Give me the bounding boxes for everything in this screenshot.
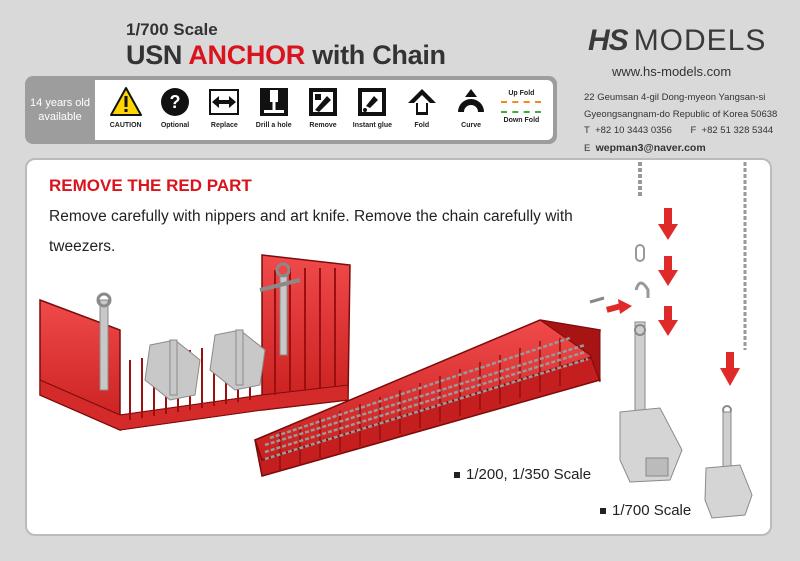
title-highlight: ANCHOR [188, 40, 306, 70]
curve-icon [458, 89, 485, 112]
title-suffix: with Chain [305, 40, 446, 70]
address-line1: 22 Geumsan 4-gil Dong-myeon Yangsan-si [584, 92, 766, 103]
fold-icon [407, 89, 436, 115]
scale-label: 1/700 Scale [126, 20, 218, 39]
bullet-square [454, 472, 460, 479]
page-title: USN ANCHOR with Chain [126, 40, 446, 71]
optional-legend: ? Optional [150, 86, 199, 129]
optional-icon: ? [161, 88, 190, 116]
caution-label: CAUTION [109, 122, 142, 129]
scale-note-small-text: 1/700 Scale [612, 502, 692, 519]
remove-legend: Remove [298, 86, 347, 129]
caution-legend: CAUTION [101, 86, 150, 129]
email-line: E wepman3@naver.com [584, 140, 777, 158]
remove-label: Remove [309, 122, 337, 129]
up-fold-label: Up Fold [508, 90, 535, 97]
down-fold-line [501, 111, 542, 113]
website-link[interactable]: www.hs-models.com [612, 64, 732, 79]
age-badge: 14 years old available [25, 76, 95, 144]
fax-number: +82 51 328 5344 [701, 125, 774, 136]
replace-icon [209, 89, 240, 115]
glue-label: Instant glue [352, 122, 393, 129]
drill-legend: Drill a hole [249, 86, 298, 129]
instruction-text: Remove carefully with nippers and art kn… [49, 208, 573, 255]
drill-icon [259, 88, 288, 116]
phone-label: T [584, 125, 590, 136]
curve-label: Curve [461, 122, 481, 129]
svg-text:?: ? [170, 92, 181, 112]
curve-legend: Curve [446, 86, 495, 129]
brand-logo-mark: HS [588, 24, 629, 57]
optional-label: Optional [160, 122, 190, 129]
fold-legend: Fold [397, 86, 446, 129]
scale-note-large-text: 1/200, 1/350 Scale [466, 466, 592, 483]
replace-legend: Replace [200, 86, 249, 129]
age-line1: 14 years old [30, 97, 90, 109]
fold-label: Fold [414, 122, 430, 129]
address-line2: Gyeongsangnam-do Republic of Korea 50638 [584, 108, 778, 120]
phone-number: +82 10 3443 0356 [595, 125, 672, 136]
email-label: E [584, 142, 591, 154]
replace-label: Replace [210, 122, 238, 129]
email-address[interactable]: wepman3@naver.com [595, 141, 706, 154]
instruction-heading: REMOVE THE RED PART [49, 176, 252, 195]
scale-note-large: 1/200, 1/350 Scale [454, 466, 591, 483]
fax-label: F [690, 125, 697, 136]
phone-fax-line: T +82 10 3443 0356 F +82 51 328 5344 [584, 123, 777, 140]
drill-label: Drill a hole [255, 122, 292, 129]
icons-panel: CAUTION ? Optional Replace Drill a hole … [95, 80, 553, 140]
down-fold-label: Down Fold [503, 117, 540, 124]
brand-name: MODELS [633, 24, 767, 57]
age-line2: available [38, 111, 82, 123]
bullet-square [600, 508, 606, 515]
glue-icon [358, 88, 387, 116]
glue-legend: Instant glue [348, 86, 397, 129]
title-prefix: USN [126, 40, 189, 70]
remove-icon [309, 88, 338, 116]
icon-legend-bar: 14 years old available CAUTION ? Optiona… [25, 76, 557, 144]
up-fold-line [501, 101, 542, 103]
fold-line-legend: Up Fold Down Fold [496, 86, 547, 124]
main-instruction-panel: REMOVE THE RED PART Remove carefully wit… [25, 158, 772, 536]
contact-info: 22 Geumsan 4-gil Dong-myeon Yangsan-si G… [584, 90, 777, 157]
caution-icon [109, 87, 142, 116]
scale-note-small: 1/700 Scale [600, 502, 691, 519]
